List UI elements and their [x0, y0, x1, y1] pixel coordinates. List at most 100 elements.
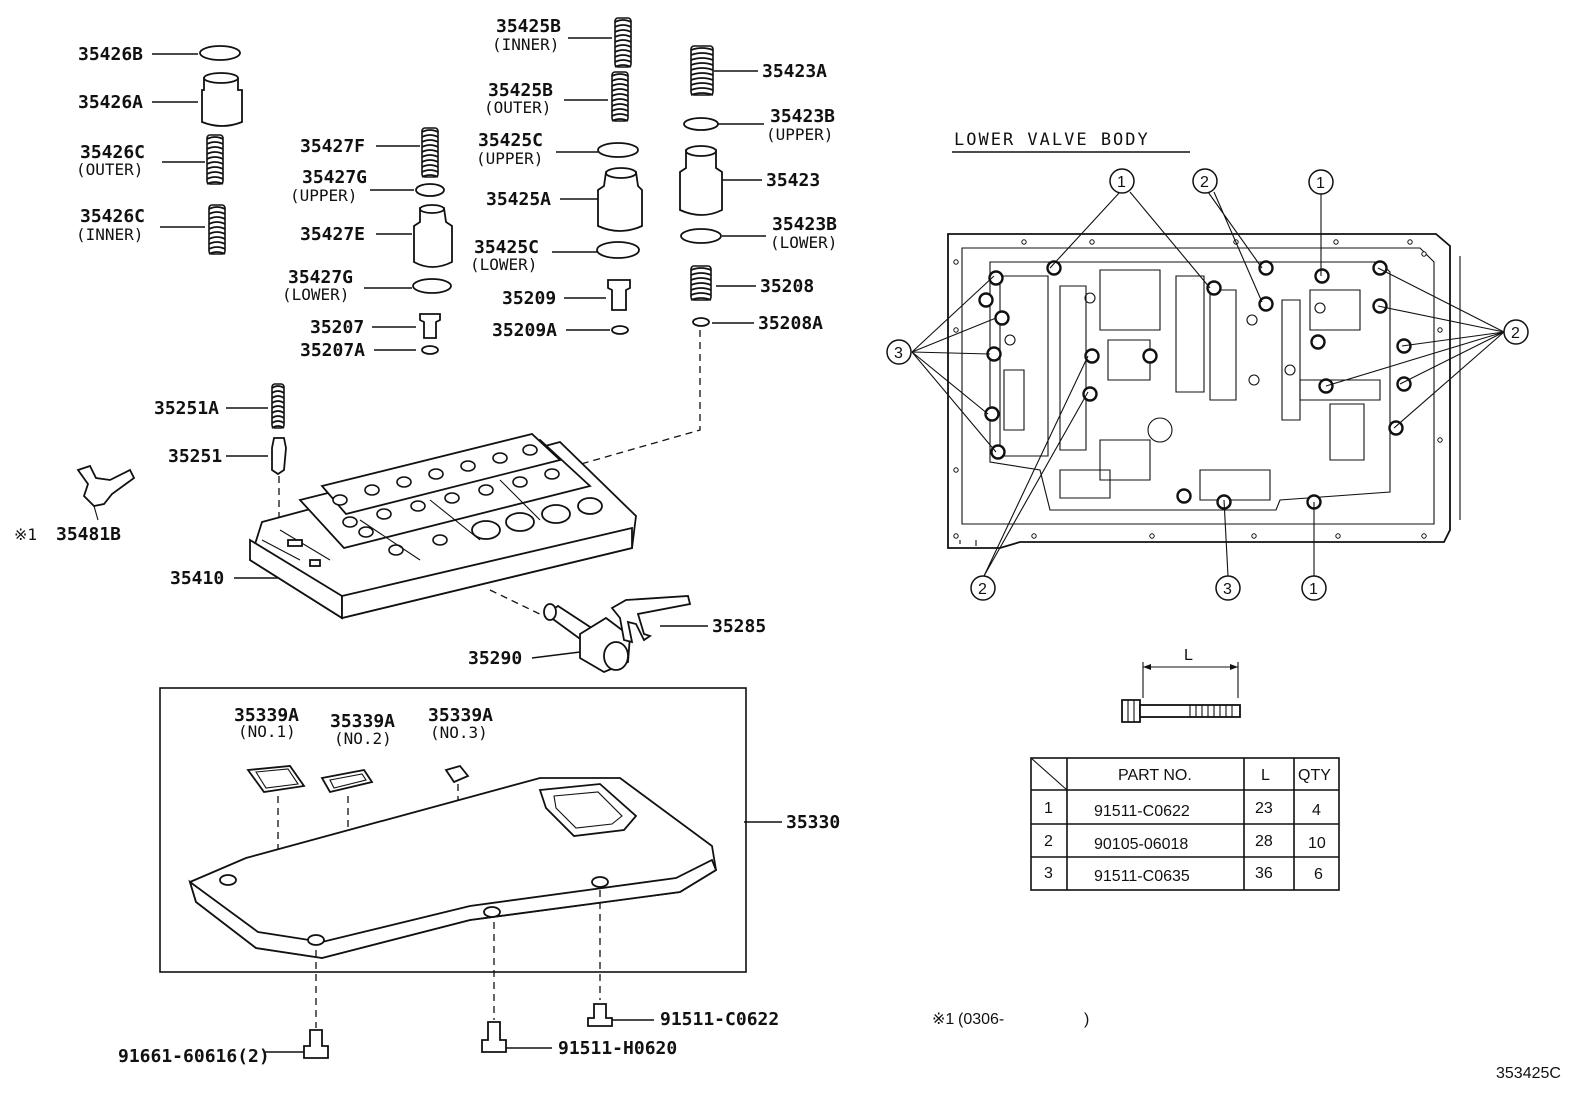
- callout-2-top: 2: [1192, 168, 1218, 194]
- piston-icon: [679, 149, 723, 216]
- label-35427G-lower: 35427G: [288, 267, 353, 288]
- label-35209A: 35209A: [492, 320, 557, 341]
- label-35427G-upper: 35427G: [302, 167, 367, 188]
- svg-text:10: 10: [1308, 835, 1326, 852]
- label-35427E: 35427E: [300, 224, 365, 245]
- label-35425C-lower: 35425C: [474, 237, 539, 258]
- part-35208A[interactable]: 35208A: [692, 313, 823, 334]
- svg-text:2: 2: [1511, 325, 1520, 342]
- label-35426C-inner: 35426C: [80, 206, 145, 227]
- part-91511-H0620[interactable]: 91511-H0620: [481, 1021, 677, 1059]
- label-35207: 35207: [310, 317, 364, 338]
- spring-icon: [271, 383, 285, 429]
- label-35423B-lower: 35423B: [772, 214, 837, 235]
- bracket-icon: [76, 464, 136, 507]
- label-35425B-inner: 35425B: [496, 16, 561, 37]
- part-35209A[interactable]: 35209A: [492, 320, 629, 341]
- part-35425C-lower[interactable]: 35425C (LOWER): [470, 237, 640, 274]
- label-35207A: 35207A: [300, 340, 365, 361]
- label-35339A-no1: 35339A: [234, 705, 299, 726]
- footnote-mark: ※1: [932, 1011, 954, 1028]
- part-35207A[interactable]: 35207A: [300, 340, 439, 361]
- svg-text:90105-06018: 90105-06018: [1094, 836, 1188, 853]
- sub-35425B-outer: (OUTER): [484, 98, 551, 117]
- part-35423A[interactable]: 35423A: [690, 45, 827, 96]
- part-35423B-upper[interactable]: 35423B (UPPER): [683, 106, 835, 144]
- part-35427G-lower[interactable]: 35427G (LOWER): [282, 267, 452, 304]
- label-91661-60616: 91661-60616(2): [118, 1046, 270, 1067]
- label-35330: 35330: [786, 812, 840, 833]
- footnote: ※1 (0306- ): [932, 1011, 1089, 1028]
- part-91511-C0622[interactable]: 91511-C0622: [587, 1003, 779, 1030]
- piston-icon: [597, 171, 643, 232]
- part-35426C-inner[interactable]: 35426C (INNER): [76, 204, 226, 255]
- spring-icon: [206, 134, 224, 185]
- bolt-length-figure: L: [1121, 647, 1241, 723]
- part-35423[interactable]: 35423: [679, 145, 820, 216]
- part-35426A[interactable]: 35426A: [78, 72, 243, 127]
- table-row: 3 91511-C0635 36 6: [1044, 865, 1323, 885]
- part-35425B-outer[interactable]: 35425B (OUTER): [484, 71, 629, 122]
- part-35425B-inner[interactable]: 35425B (INNER): [492, 16, 632, 68]
- part-35285[interactable]: 35285: [610, 595, 766, 644]
- part-35481B[interactable]: ※1 35481B: [14, 464, 136, 545]
- spring-icon: [208, 204, 226, 255]
- label-35426C-outer: 35426C: [80, 142, 145, 163]
- sub-35425B-inner: (INNER): [492, 35, 559, 54]
- clip-icon: [692, 317, 710, 327]
- part-35427F[interactable]: 35427F: [300, 127, 439, 178]
- o-ring-icon: [412, 278, 452, 294]
- part-35208[interactable]: 35208: [690, 265, 814, 301]
- svg-text:3: 3: [1044, 865, 1053, 882]
- part-35290[interactable]: 35290: [468, 603, 631, 674]
- label-35425C-upper: 35425C: [478, 130, 543, 151]
- part-35423B-lower[interactable]: 35423B (LOWER): [680, 214, 837, 252]
- part-35209[interactable]: 35209: [502, 279, 631, 311]
- table-row: 1 91511-C0622 23 4: [1044, 800, 1321, 820]
- lower-valve-body-section: LOWER VALVE BODY: [886, 130, 1529, 601]
- svg-text:1: 1: [1117, 174, 1126, 191]
- part-35427E[interactable]: 35427E: [300, 204, 453, 268]
- callout-3-left: 3: [886, 339, 912, 365]
- label-35423: 35423: [766, 170, 820, 191]
- detent-spring-icon: [271, 437, 287, 476]
- part-35251A[interactable]: 35251A: [154, 383, 285, 429]
- part-35425C-upper[interactable]: 35425C (UPPER): [476, 130, 639, 168]
- part-35410[interactable]: 35410: [170, 433, 637, 620]
- label-35410: 35410: [170, 568, 224, 589]
- svg-text:36: 36: [1255, 865, 1273, 882]
- part-35427G-upper[interactable]: 35427G (UPPER): [290, 167, 445, 205]
- part-35425A[interactable]: 35425A: [486, 167, 643, 232]
- spring-icon: [690, 265, 712, 301]
- lower-valve-body-title: LOWER VALVE BODY: [954, 130, 1150, 150]
- label-35290: 35290: [468, 648, 522, 669]
- o-ring-icon: [199, 45, 241, 61]
- svg-text:2: 2: [978, 581, 987, 598]
- footnote-close: ): [1084, 1011, 1089, 1028]
- part-35251[interactable]: 35251: [168, 437, 287, 476]
- part-91661-60616[interactable]: 91661-60616(2): [118, 1029, 329, 1067]
- sub-35425C-lower: (LOWER): [470, 255, 537, 274]
- label-91511-H0620: 91511-H0620: [558, 1038, 677, 1059]
- sub-35339A-no1: (NO.1): [238, 722, 296, 741]
- spring-icon: [421, 127, 439, 178]
- clip-icon: [611, 325, 629, 335]
- svg-text:28: 28: [1255, 833, 1273, 850]
- part-35207[interactable]: 35207: [310, 313, 441, 339]
- svg-text:2: 2: [1044, 833, 1053, 850]
- piston-icon: [413, 207, 453, 268]
- part-35426B[interactable]: 35426B: [78, 44, 241, 65]
- svg-text:91511-C0622: 91511-C0622: [1094, 803, 1190, 820]
- part-35426C-outer[interactable]: 35426C (OUTER): [76, 134, 224, 185]
- oil-strainer-icon: [188, 777, 718, 959]
- o-ring-icon: [596, 241, 640, 259]
- part-35339A-no1[interactable]: 35339A (NO.1): [234, 705, 306, 890]
- part-35330[interactable]: 35330: [188, 777, 840, 959]
- callout-2-bottom: 2: [970, 575, 996, 601]
- callout-3-bottom: 3: [1215, 575, 1241, 601]
- label-35425B-outer: 35425B: [488, 80, 553, 101]
- svg-text:91511-C0635: 91511-C0635: [1094, 868, 1190, 885]
- o-ring-icon: [680, 228, 722, 244]
